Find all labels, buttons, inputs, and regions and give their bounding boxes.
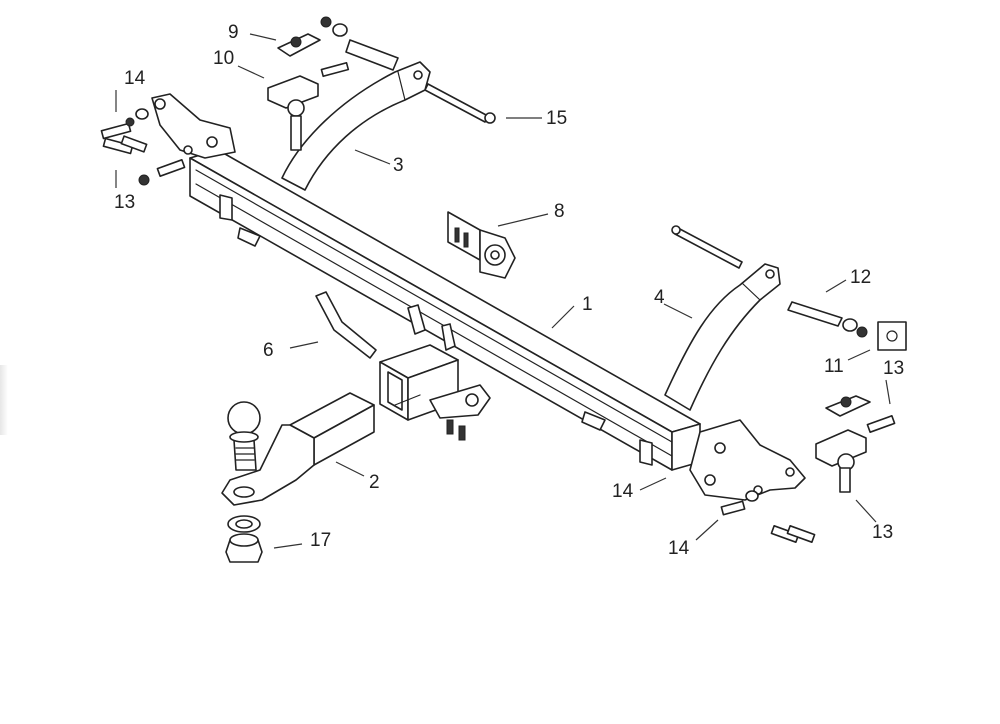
callout-2: 2 <box>369 472 380 493</box>
callout-14-right-top: 14 <box>612 481 634 502</box>
callout-4: 4 <box>654 287 665 308</box>
callout-6: 6 <box>263 340 274 361</box>
left-edge-shadow <box>0 365 8 435</box>
right-end-plate <box>689 419 806 501</box>
crossbar-tabs <box>219 194 653 466</box>
callout-8: 8 <box>554 201 565 222</box>
top-left-hardware <box>267 16 399 151</box>
callout-12: 12 <box>850 267 871 288</box>
socket-bracket <box>447 211 516 279</box>
callout-17: 17 <box>310 530 331 551</box>
right-side-hardware <box>720 301 907 544</box>
long-bolt-right <box>671 225 743 269</box>
long-bolt-top <box>424 83 496 124</box>
receiver-hitch <box>379 304 491 421</box>
hitch-pin <box>315 291 377 359</box>
washer-and-nut <box>225 515 263 563</box>
callout-13-right-top: 13 <box>883 358 904 379</box>
main-crossbar <box>189 149 701 471</box>
leader-lines <box>115 33 891 549</box>
callout-11: 11 <box>824 356 844 377</box>
callout-9: 9 <box>228 22 239 43</box>
left-end-plate <box>151 93 236 159</box>
callout-15: 15 <box>546 108 567 129</box>
receiver-bolts <box>446 419 466 441</box>
left-bracket-arm <box>281 61 431 191</box>
callout-14-left: 14 <box>124 68 146 89</box>
right-bracket-arm <box>664 263 781 411</box>
callout-3: 3 <box>393 155 404 176</box>
callout-13-right-bottom: 13 <box>872 522 893 543</box>
left-side-bolts <box>100 108 186 186</box>
callout-14-right-bottom: 14 <box>668 538 690 559</box>
drawbar-assembly <box>221 392 375 506</box>
callout-1: 1 <box>582 294 593 315</box>
callout-13-left: 13 <box>114 192 135 213</box>
callout-10: 10 <box>213 48 234 69</box>
